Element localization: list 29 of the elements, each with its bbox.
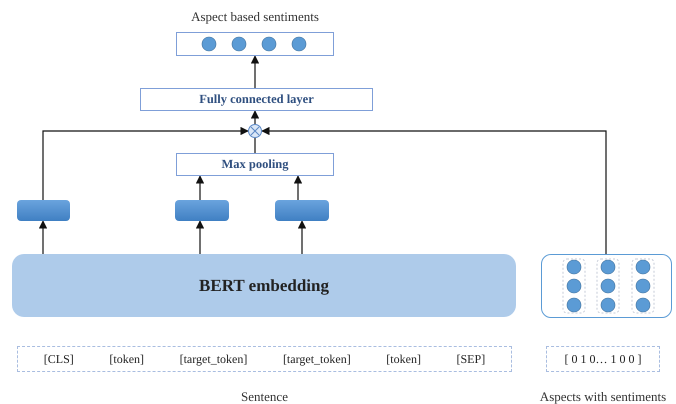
embedding-block — [12, 254, 516, 317]
token-label: [SEP] — [456, 352, 486, 366]
token-label: [token] — [109, 352, 144, 366]
token-label: [target_token] — [282, 352, 351, 366]
vector-block — [275, 200, 329, 221]
arrow — [261, 126, 607, 254]
arrow — [196, 175, 204, 200]
node-label: Sentence — [241, 389, 288, 404]
output-heading: Aspect based sentiments — [191, 9, 319, 25]
arrow — [298, 220, 306, 254]
token-label: [token] — [386, 352, 421, 366]
aspect-matrix-box — [541, 254, 672, 318]
layer-box — [176, 153, 334, 176]
vector-block — [17, 200, 70, 221]
arrow — [294, 175, 302, 200]
node-label: Aspects with sentiments — [540, 389, 666, 404]
arrow — [196, 220, 204, 254]
node-label: Max pooling — [221, 157, 289, 172]
vector-block — [175, 200, 229, 221]
arrow — [250, 110, 260, 124]
node-label: BERT embedding — [199, 276, 329, 296]
token-label: [target_token] — [180, 352, 248, 366]
arrow — [42, 126, 249, 200]
token-label: [CLS] — [44, 352, 74, 366]
token-label: [ 0 1 0… 1 0 0 ] — [564, 352, 642, 366]
node-label: Fully connected layer — [199, 92, 314, 107]
layer-box — [140, 88, 373, 111]
arrow — [38, 220, 48, 254]
arrow — [250, 55, 260, 88]
